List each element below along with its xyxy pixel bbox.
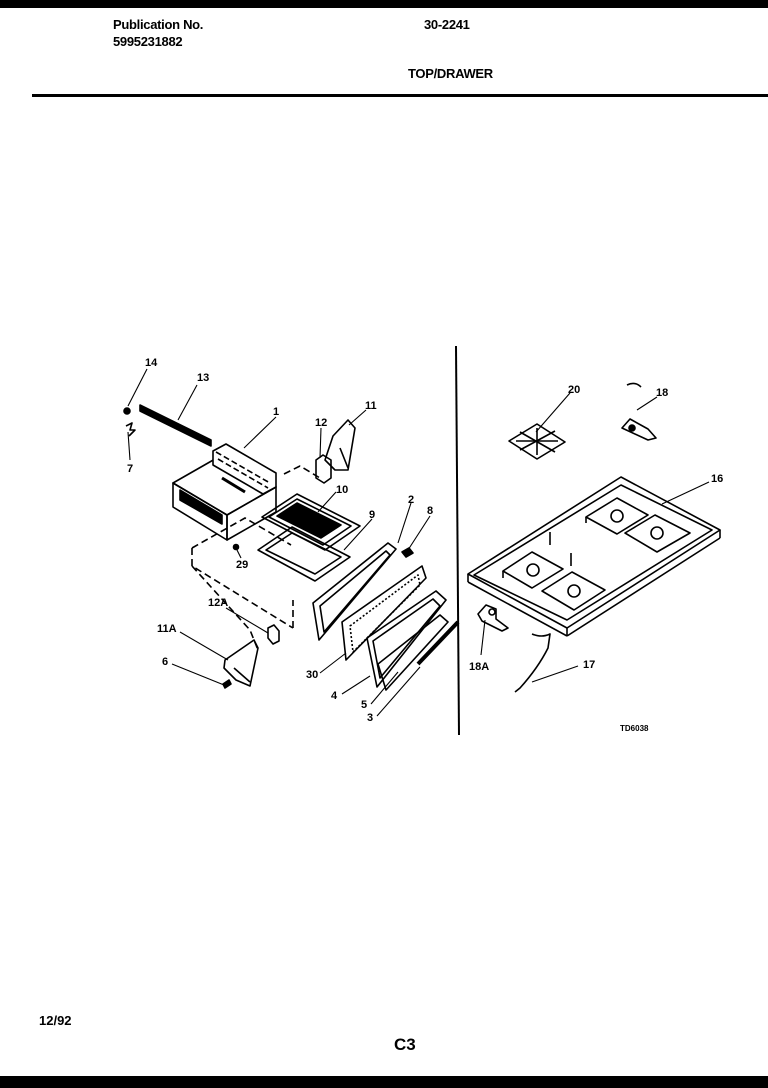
header-rule <box>32 94 768 97</box>
part-30-insulation <box>341 565 427 661</box>
callout-14: 14 <box>145 357 158 369</box>
callout-30: 30 <box>306 669 318 681</box>
callout-12a: 12A <box>208 597 228 609</box>
part-17-wire <box>514 633 551 693</box>
callout-29: 29 <box>236 559 248 571</box>
callout-8: 8 <box>427 505 433 517</box>
part-8-clip <box>401 547 414 558</box>
callout-7: 7 <box>127 463 133 475</box>
part-16-cooktop <box>467 476 721 637</box>
part-10-broiler-pan <box>261 493 361 551</box>
model-number: 30-2241 <box>424 17 470 32</box>
top-border <box>0 0 768 8</box>
callout-6: 6 <box>162 656 168 668</box>
part-3-handle <box>416 620 460 666</box>
callout-18: 18 <box>656 387 668 399</box>
part-12-bracket <box>315 454 332 484</box>
part-5-door-panel <box>377 614 449 691</box>
callout-18a: 18A <box>469 661 489 673</box>
callout-10: 10 <box>336 484 348 496</box>
leader-lines <box>127 368 710 717</box>
part-14-screw <box>123 407 131 415</box>
section-title: TOP/DRAWER <box>408 66 493 81</box>
part-18-valve <box>621 382 657 441</box>
part-12a-bracket <box>267 624 280 645</box>
callout-1: 1 <box>273 406 279 418</box>
callout-9: 9 <box>369 509 375 521</box>
callout-13: 13 <box>197 372 209 384</box>
section-divider-line <box>455 345 460 736</box>
part-4-door-liner <box>366 590 447 688</box>
callout-17: 17 <box>583 659 595 671</box>
part-11a-slide-bracket <box>223 639 259 687</box>
publication-label: Publication No. <box>113 17 204 32</box>
publication-number: 5995231882 <box>113 34 183 49</box>
footer-page-code: C3 <box>394 1035 416 1054</box>
callout-11: 11 <box>365 400 377 412</box>
callout-16: 16 <box>711 473 723 485</box>
callout-12: 12 <box>315 417 327 429</box>
part-11-slide-bracket <box>324 419 356 471</box>
drawer-travel-outline <box>191 465 321 651</box>
part-2-door-frame <box>312 542 397 641</box>
part-1-drawer-body <box>172 443 277 541</box>
part-7-clip <box>125 422 136 437</box>
part-18a-bracket <box>477 604 509 632</box>
callout-labels: 14 13 1 12 11 7 10 29 9 2 8 20 18 16 12A… <box>127 357 723 733</box>
part-9-broiler-insert <box>257 526 351 582</box>
part-29-screw <box>232 543 240 551</box>
part-6-screw <box>222 679 232 689</box>
part-20-burner-grate <box>508 423 566 460</box>
bottom-border <box>0 1076 768 1088</box>
callout-5: 5 <box>361 699 367 711</box>
callout-4: 4 <box>331 690 338 702</box>
callout-20: 20 <box>568 384 580 396</box>
callout-11a: 11A <box>157 623 177 635</box>
callout-3: 3 <box>367 712 373 724</box>
drawing-code: TD6038 <box>620 724 649 733</box>
part-13-rail <box>139 404 212 447</box>
callout-2: 2 <box>408 494 414 506</box>
footer-date: 12/92 <box>39 1013 72 1028</box>
